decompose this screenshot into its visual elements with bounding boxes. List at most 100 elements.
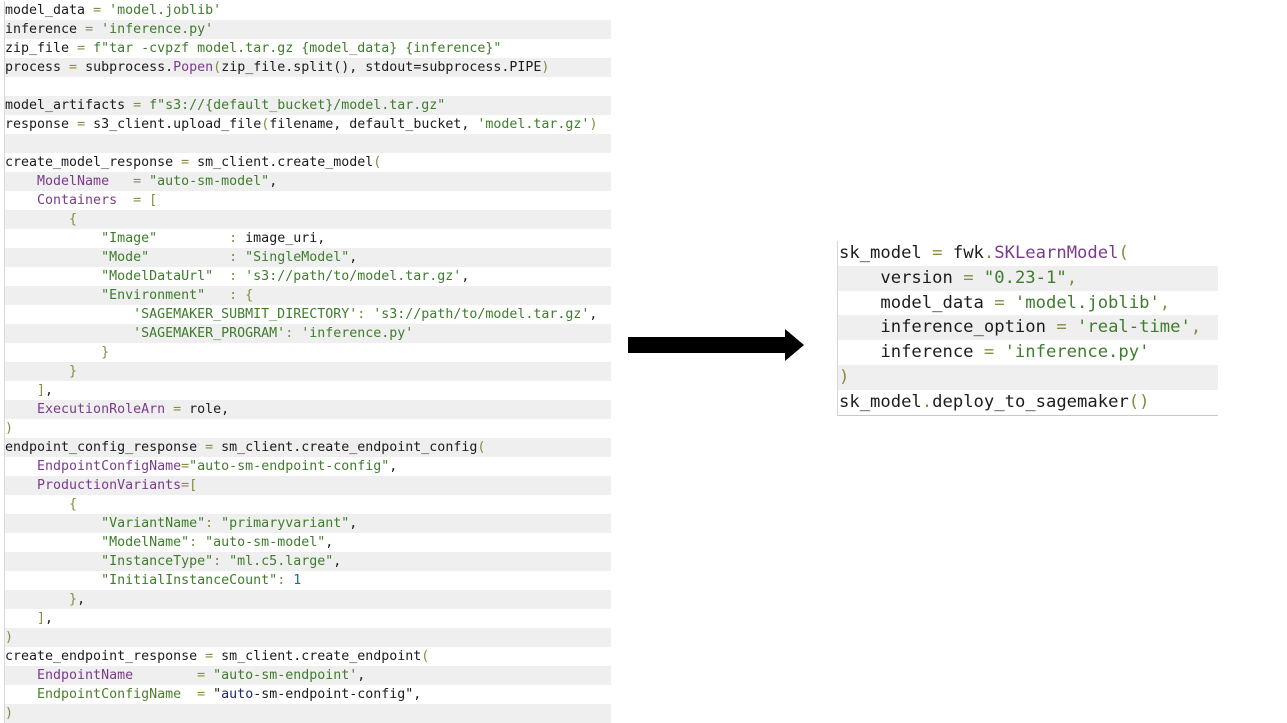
code-token: = xyxy=(173,402,190,417)
code-line: create_endpoint_response = sm_client.cre… xyxy=(5,647,611,666)
code-token: , xyxy=(1190,317,1202,338)
code-token: create_endpoint_response xyxy=(5,649,206,664)
code-line: Containers = [ xyxy=(5,191,611,210)
code-line: EndpointName = "auto-sm-endpoint', xyxy=(5,666,611,685)
code-token: "ModelDataUrl" xyxy=(5,269,230,284)
code-token: , xyxy=(77,592,86,607)
code-line: "Environment" : { xyxy=(5,286,611,305)
code-line: ) xyxy=(838,364,1218,390)
code-line: ], xyxy=(5,381,611,400)
code-token: 1 xyxy=(293,573,302,588)
code-token: , xyxy=(589,307,598,322)
code-token: 'inference.py' xyxy=(93,22,214,37)
code-token: EndpointConfigName xyxy=(5,459,182,474)
code-token: ) xyxy=(5,706,14,721)
code-token: : xyxy=(205,516,222,531)
code-line: 'SAGEMAKER_PROGRAM': 'inference.py' xyxy=(5,324,611,343)
code-line: zip_file = f"tar -cvpzf model.tar.gz {mo… xyxy=(5,39,611,58)
code-line: create_model_response = sm_client.create… xyxy=(5,153,611,172)
code-token: process xyxy=(5,60,70,75)
code-token: , xyxy=(45,383,54,398)
code-token: , xyxy=(389,459,398,474)
code-token: 'real-time' xyxy=(1066,317,1191,338)
code-token: ModelName xyxy=(5,174,134,189)
code-token: = xyxy=(932,243,943,263)
code-token: subprocess. xyxy=(77,60,174,75)
code-token: sm_client.create_endpoint xyxy=(213,649,422,664)
code-token: = xyxy=(197,687,214,702)
code-line: } xyxy=(5,362,611,381)
code-token: "0.23-1" xyxy=(973,267,1067,288)
code-token: "Mode" xyxy=(5,250,230,265)
code-token: s3_client.upload_file xyxy=(85,117,262,132)
code-token: ( xyxy=(1118,243,1129,263)
code-line: inference_option = 'real-time', xyxy=(838,315,1218,341)
code-token: = xyxy=(133,174,150,189)
code-token: = xyxy=(181,459,190,474)
code-token: = xyxy=(85,22,94,37)
code-token: , xyxy=(333,554,342,569)
code-line: model_artifacts = f"s3://{default_bucket… xyxy=(5,96,611,115)
code-token: Popen xyxy=(173,60,214,75)
code-token: "auto-sm-endpoint' xyxy=(213,668,358,683)
code-line xyxy=(5,134,611,153)
code-token: ] xyxy=(5,611,46,626)
code-token: SKLearnModel xyxy=(994,243,1119,263)
code-token: ( xyxy=(373,155,382,170)
code-token: = xyxy=(77,117,86,132)
code-token: "SingleModel" xyxy=(245,250,350,265)
code-token: = [ xyxy=(133,193,158,208)
code-token: zip_file xyxy=(5,41,78,56)
code-token: filename, default_bucket, xyxy=(269,117,478,132)
code-token: ) xyxy=(589,117,598,132)
code-token: , xyxy=(357,668,366,683)
code-token: : xyxy=(357,307,374,322)
code-token: deploy_to_sagemaker xyxy=(932,391,1129,412)
code-line: "Mode" : "SingleModel", xyxy=(5,248,611,267)
code-token: , xyxy=(269,174,278,189)
code-line: ], xyxy=(5,609,611,628)
code-line: sk_model.deploy_to_sagemaker() xyxy=(838,390,1218,415)
code-token: = xyxy=(181,155,190,170)
code-token: ExecutionRoleArn xyxy=(5,402,174,417)
code-line: response = s3_client.upload_file(filenam… xyxy=(5,115,611,134)
code-token: 'SAGEMAKER_SUBMIT_DIRECTORY' xyxy=(5,307,358,322)
code-token: = xyxy=(205,649,214,664)
code-token: fwk xyxy=(942,243,984,263)
code-token: "auto-sm-endpoint-config" xyxy=(189,459,390,474)
code-token: EndpointConfigName xyxy=(5,687,198,702)
code-token: version xyxy=(839,267,964,288)
code-line: } xyxy=(5,343,611,362)
code-token: image_uri, xyxy=(245,231,326,246)
code-token: , xyxy=(1159,292,1171,313)
code-token: = xyxy=(77,41,86,56)
code-token: { xyxy=(5,497,78,512)
code-token: =[ xyxy=(181,478,198,493)
code-token: , xyxy=(325,535,334,550)
code-token: model_data xyxy=(5,3,94,18)
code-token: 'SAGEMAKER_PROGRAM' xyxy=(5,326,286,341)
code-line: "ModelName": "auto-sm-model", xyxy=(5,533,611,552)
code-token: model_artifacts xyxy=(5,98,134,113)
code-token: 's3://path/to/model.tar.gz' xyxy=(373,307,590,322)
code-token: ) xyxy=(839,366,850,387)
code-token: sk_model xyxy=(839,243,933,263)
code-token: ProductionVariants xyxy=(5,478,182,493)
code-token: } xyxy=(5,592,78,607)
code-token: , xyxy=(1066,267,1078,288)
code-token: = xyxy=(1056,317,1067,338)
code-line: ProductionVariants=[ xyxy=(5,476,611,495)
code-token: : { xyxy=(229,288,254,303)
code-token: = xyxy=(133,98,142,113)
code-token: ( xyxy=(421,649,430,664)
code-token: "VariantName" xyxy=(5,516,206,531)
code-token: ( xyxy=(477,440,486,455)
code-token: role, xyxy=(189,402,230,417)
code-token: , xyxy=(349,250,358,265)
code-token: " xyxy=(213,687,222,702)
code-token: inference xyxy=(5,22,86,37)
code-token: = xyxy=(983,342,995,363)
code-token: "ml.c5.large" xyxy=(229,554,334,569)
code-line: endpoint_config_response = sm_client.cre… xyxy=(5,438,611,457)
code-token: Containers xyxy=(5,193,134,208)
